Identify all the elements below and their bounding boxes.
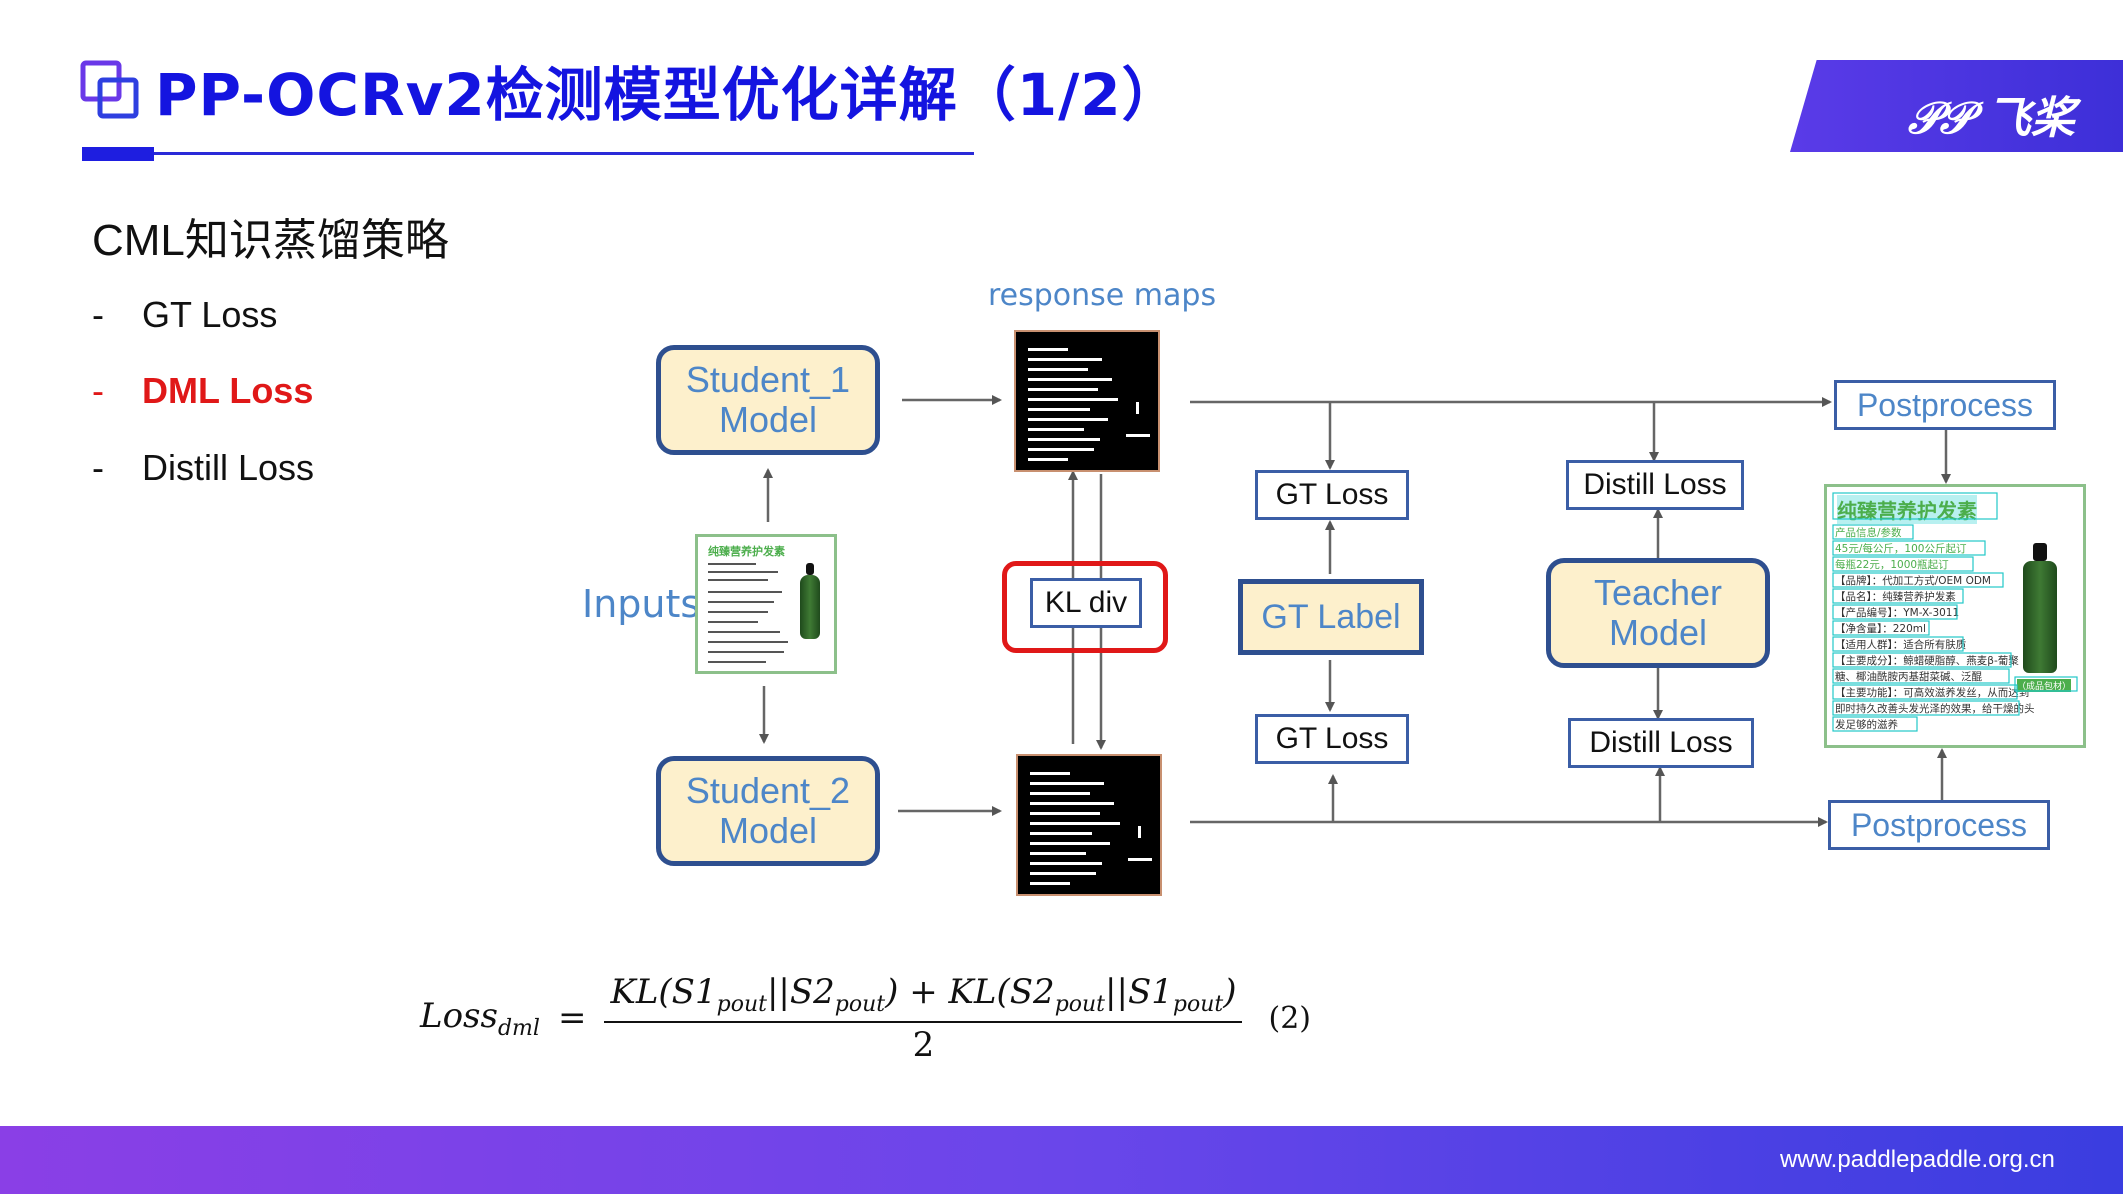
detected-text-line: 【净含量】：220ml <box>1835 623 1926 635</box>
slide-title: PP-OCRv2检测模型优化详解（1/2） <box>155 61 1181 129</box>
student2-line2: Model <box>718 810 818 851</box>
bullet-dml-loss: -DML Loss <box>92 370 313 412</box>
formula-number: (2) <box>1268 1000 1311 1036</box>
section-title: CML知识蒸馏策略 <box>92 216 449 265</box>
input-bottle-image <box>800 575 820 639</box>
dml-loss-formula: Lossdml = KL(S1pout||S2pout) + KL(S2pout… <box>420 972 1311 1065</box>
detection-boxes <box>1832 492 2078 732</box>
paddle-logo-band <box>1790 60 2123 152</box>
detected-text-line: 【品牌】：代加工方式/OEM ODM <box>1835 575 1991 587</box>
distill-loss-top: Distill Loss <box>1566 460 1744 510</box>
detected-text-line: 【主要功能】：可高效滋养发丝，从而达到 <box>1835 687 2030 699</box>
distill-loss-bottom: Distill Loss <box>1568 718 1754 768</box>
detected-text-line: 【品名】：纯臻营养护发素 <box>1835 591 1956 603</box>
postprocess-bottom: Postprocess <box>1828 800 2050 850</box>
student1-line1: Student_1 <box>685 359 851 400</box>
response-map-student1 <box>1014 330 1160 472</box>
bullet-text: GT Loss <box>142 294 278 335</box>
formula-numerator: KL(S1pout||S2pout) + KL(S2pout||S1pout) <box>604 972 1243 1023</box>
detected-text-line: 【主要成分】：鲸蜡硬脂醇、燕麦β-葡聚 <box>1835 655 2019 667</box>
detected-text-line: 【适用人群】：适合所有肤质 <box>1835 639 1967 651</box>
input-image-title: 纯臻营养护发素 <box>708 545 785 558</box>
response-map-student2 <box>1016 754 1162 896</box>
kl-div-highlight <box>1002 561 1168 653</box>
input-image: 纯臻营养护发素 <box>695 534 837 674</box>
formula-denominator: 2 <box>912 1024 935 1065</box>
gt-loss-bottom: GT Loss <box>1255 714 1409 764</box>
detected-text-line: 发足够的滋养 <box>1835 719 1898 731</box>
output-image-side-tag: （成品包材） <box>2017 679 2072 692</box>
bullet-dash: - <box>92 370 104 411</box>
output-image: 纯臻营养护发素 产品信息/参数 45元/每公斤，100公斤起订 每瓶22元，10… <box>1824 484 2086 748</box>
formula-lhs: Lossdml <box>420 996 540 1041</box>
bullet-text: Distill Loss <box>142 447 315 488</box>
teacher-line1: Teacher <box>1593 572 1723 613</box>
formula-fraction: KL(S1pout||S2pout) + KL(S2pout||S1pout) … <box>604 972 1243 1065</box>
detected-text-line: 【产品编号】：YM-X-3011 <box>1835 607 1960 619</box>
title-underline-accent <box>82 147 154 161</box>
formula-equals: = <box>557 998 587 1039</box>
student2-line1: Student_2 <box>685 770 851 811</box>
title-underline <box>82 152 974 155</box>
student1-line2: Model <box>718 399 818 440</box>
teacher-line2: Model <box>1608 612 1708 653</box>
detected-text-line: 即时持久改善头发光泽的效果，给干燥的头 <box>1835 703 2035 715</box>
bullet-dash: - <box>92 447 104 488</box>
detected-text-line: 45元/每公斤，100公斤起订 <box>1835 543 1967 555</box>
detected-text-line: 每瓶22元，1000瓶起订 <box>1835 559 1949 571</box>
gt-loss-top: GT Loss <box>1255 470 1409 520</box>
gt-label-box: GT Label <box>1238 579 1424 655</box>
inputs-label: Inputs <box>582 582 701 626</box>
kl-div-box: KL div <box>1030 578 1142 628</box>
bullet-gt-loss: -GT Loss <box>92 294 277 336</box>
bullet-text: DML Loss <box>142 370 314 411</box>
bullet-distill-loss: -Distill Loss <box>92 447 314 489</box>
slide-logo-icon <box>80 60 139 119</box>
output-bottle-image <box>2023 561 2057 673</box>
paddle-logo: 𝒫𝒫 飞桨 <box>1908 82 2075 146</box>
detected-text-line: 糖、椰油酰胺丙基甜菜碱、泛醌 <box>1835 671 1982 683</box>
footer-band <box>0 1126 2123 1194</box>
output-image-text: 产品信息/参数 45元/每公斤，100公斤起订 每瓶22元，1000瓶起订 【品… <box>1835 525 2035 733</box>
paddle-logo-glyph: 𝒫𝒫 <box>1908 93 1972 144</box>
bullet-dash: - <box>92 294 104 335</box>
response-maps-label: response maps <box>988 278 1217 313</box>
detected-text-line: 产品信息/参数 <box>1835 527 1902 539</box>
postprocess-top: Postprocess <box>1834 380 2056 430</box>
footer-url[interactable]: www.paddlepaddle.org.cn <box>1780 1146 2055 1173</box>
paddle-logo-text: 飞桨 <box>1986 93 2075 144</box>
